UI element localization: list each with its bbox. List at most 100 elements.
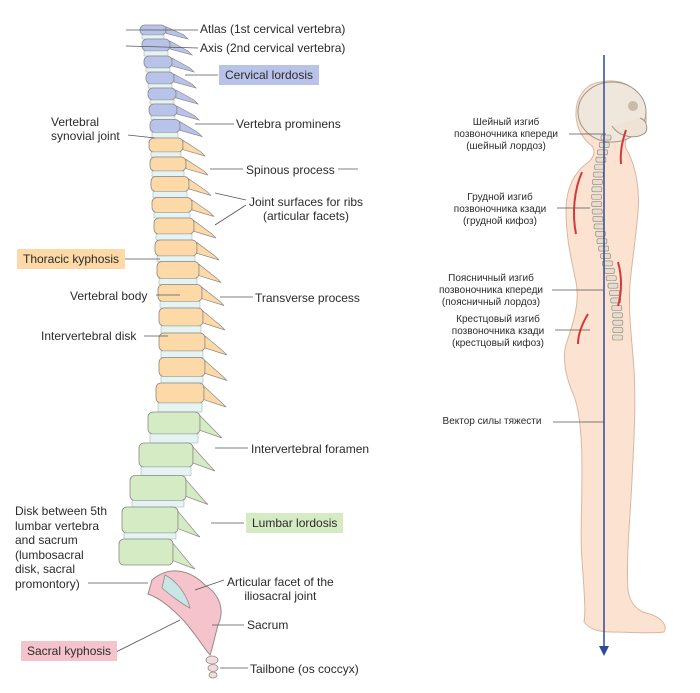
label-transverse-process: Transverse process [255,291,360,305]
spinous-process-shape [177,510,201,538]
figure-vertebra [612,327,624,333]
figure-vertebra [600,253,611,259]
intervertebral-disk-shape [149,433,199,444]
vertebra-thoracic [151,197,193,213]
spinous-process-shape [196,241,220,261]
spinous-process-shape [171,57,196,73]
intervertebral-disk-shape [157,402,203,413]
label-thoracic-curve: Грудной изгиб позвоночника кзади (грудно… [453,192,547,227]
intervertebral-disk-shape [141,34,165,40]
thoracic-curve-marker [573,171,583,235]
vertebra-thoracic [158,307,204,327]
label-lumbar-lordosis: Lumbar lordosis [246,513,344,533]
label-sacral-curve: Крестцовый изгиб позвоночника кзади (кре… [451,314,545,349]
leader-lines [88,29,358,669]
eye-socket [628,101,638,111]
figure-vertebra [609,290,620,296]
spinous-process-shape [185,158,209,176]
spinous-process-shape [201,286,225,306]
spinous-process-shape [192,446,216,472]
vertebra-thoracic [153,217,195,235]
figure-vertebra [612,312,623,319]
figure-vertebra [611,305,623,311]
vertebra-lumbar [129,475,187,501]
figure-vertebra [596,238,608,245]
cervical-curve-marker [619,129,627,165]
intervertebral-disk-shape [160,376,204,384]
figure-vertebra [594,164,605,170]
label-gravity-vector: Вектор силы тяжести [442,416,542,427]
intervertebral-disk-shape [155,233,193,241]
intervertebral-disk-shape [149,99,175,105]
label-thoracic-kyphosis: Thoracic kyphosis [17,249,126,269]
vertebra-cervical [148,103,178,117]
vertebra-thoracic [158,357,206,377]
label-sacral-kyphosis: Sacral kyphosis [21,641,118,661]
figure-vertebra [604,268,615,274]
vertebra-lumbar [121,506,179,534]
intervertebral-disk-shape [153,212,191,219]
label-vertebra-prominens: Vertebra prominens [236,117,341,131]
spinous-process-shape [191,199,215,217]
vertebra-lumbar [147,411,201,435]
figure-vertebra [607,282,619,289]
body-figure [563,55,666,656]
label-lumbar-curve: Поясничный изгиб позвоночника кпереди (п… [438,273,543,308]
gravity-arrowhead [599,646,609,656]
figure-vertebra [600,134,612,141]
vertebra-thoracic [157,284,203,302]
body-silhouette [563,80,666,634]
vertebra-thoracic [148,137,184,153]
label-intervertebral-disk: Intervertebral disk [41,329,137,343]
label-articular-facet-iliosacral: Articular facet of the iliosacral joint [227,575,334,603]
spinous-process-shape [179,121,204,138]
spinous-process-shape [182,139,206,157]
figure-vertebra [602,260,613,267]
intervertebral-disk-shape [140,466,192,476]
intervertebral-disk-shape [151,170,185,177]
vertebrae-stack [118,24,228,570]
lumbar-curve-marker [617,261,622,307]
intervertebral-disk-shape [152,191,188,198]
spinous-process-shape [185,478,209,505]
intervertebral-disk-shape [131,500,185,508]
spinous-process-shape [204,359,228,381]
vertebra-thoracic [154,239,198,257]
figure-vertebra [597,149,608,156]
figure-vertebra [592,216,604,222]
label-atlas: Atlas (1st cervical vertebra) [200,22,346,36]
intervertebral-disk-shape [156,255,196,262]
intervertebral-disk-shape [123,532,177,540]
intervertebral-disk-shape [150,151,182,158]
label-vertebral-body: Vertebral body [70,289,148,303]
label-vertebral-synovial-joint: Vertebral synovial joint [51,115,120,143]
vertebra-cervical [143,55,173,69]
intervertebral-disk-shape [150,115,176,120]
vertebra-thoracic [149,156,187,172]
coccyx-bone [205,655,219,679]
label-cervical-lordosis: Cervical lordosis [219,65,320,85]
label-tailbone: Tailbone (os coccyx) [250,662,359,676]
spinous-process-shape [188,178,212,196]
spinous-process-shape [203,385,227,408]
vertebra-lumbar [138,442,194,468]
intervertebral-disk-shape [143,50,169,57]
sacral-curve-marker [577,313,589,345]
intervertebral-disk-shape [151,132,179,139]
intervertebral-disk-shape [147,83,173,89]
intervertebral-disk-shape [160,350,204,358]
label-intervertebral-foramen: Intervertebral foramen [251,442,370,456]
spinous-process-shape [202,310,226,331]
figure-vertebra [591,193,602,200]
spinous-process-shape [198,263,222,283]
figure-leader-lines [552,133,606,423]
figure-vertebra [591,201,603,207]
label-disk-5th-lumbar: Disk between 5th lumbar vertebra and sac… [15,504,108,591]
label-cervical-curve: Шейный изгиб позвоночника кпереди (шейны… [453,117,558,152]
spinous-process-shape [173,73,198,89]
spinous-process-shape [204,335,228,356]
intervertebral-disk-shape [158,278,198,285]
vertebra-lumbar [118,538,174,566]
spinous-process-shape [176,105,201,121]
